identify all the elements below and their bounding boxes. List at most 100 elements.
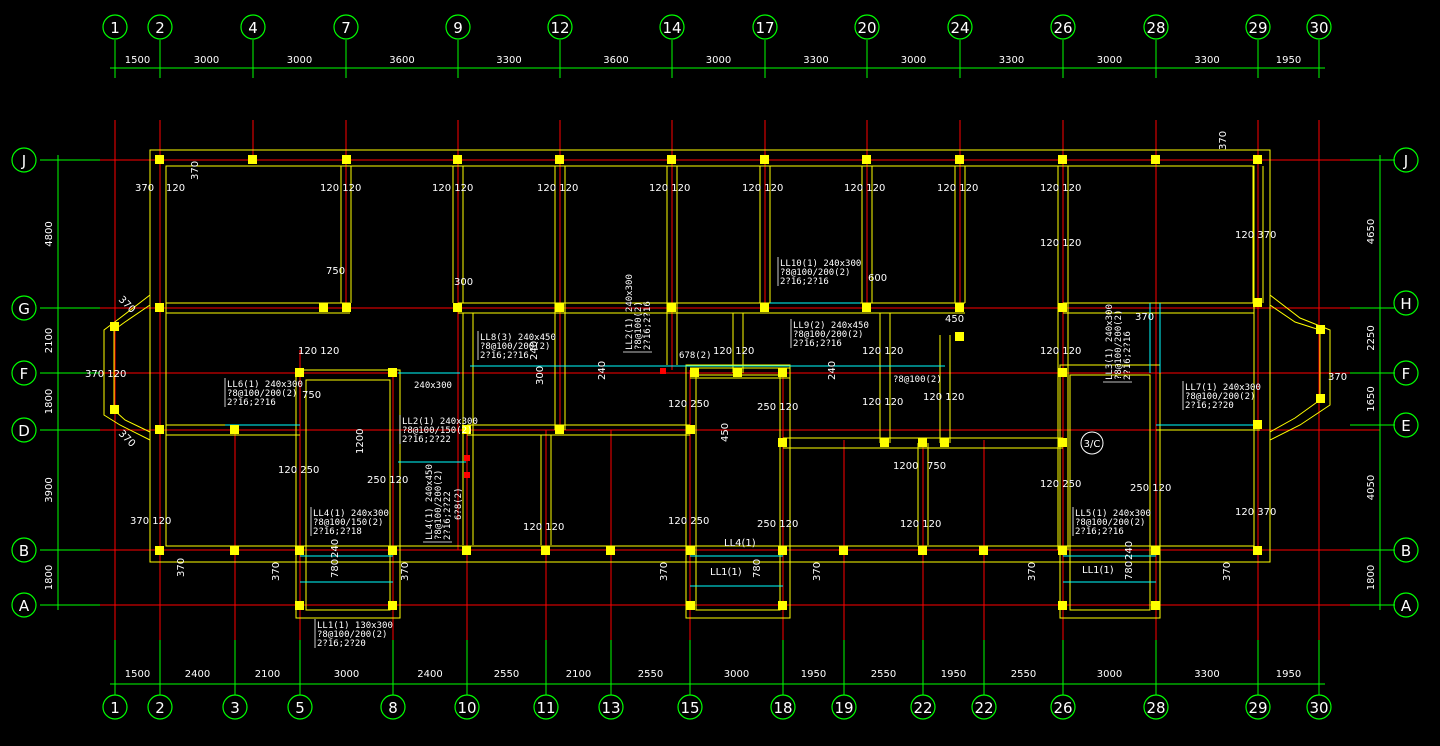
axis-bubble-17: 17 <box>752 14 778 40</box>
axis-bubble-D: D <box>11 417 37 443</box>
axis-bubble-circle <box>102 694 128 720</box>
axis-bubble-circle <box>1050 694 1076 720</box>
walls <box>103 149 1331 619</box>
axis-bubble-12: 12 <box>547 14 573 40</box>
beam-annotation-line: 2?16;2?20 <box>317 639 366 649</box>
axis-bubble-26: 26 <box>1050 14 1076 40</box>
dimension-text: 2550 <box>494 669 519 680</box>
beam-tag-ll1-a: LL1(1) <box>710 567 742 578</box>
axis-bubble-label: 5 <box>295 699 305 717</box>
beams <box>225 302 1255 587</box>
beam-annotation: LL1(1) 130x300?8@100/200(2)2?16;2?20 <box>314 619 393 649</box>
axis-bubble-label: 22 <box>974 699 993 717</box>
beam-annotation-line: LL2(1) 240x300 <box>402 417 478 427</box>
beam-tag-ll1-b: LL1(1) <box>1082 565 1114 576</box>
wall-label-120-370: 120 370 <box>1235 507 1276 518</box>
axis-bubble-30: 30 <box>1306 694 1332 720</box>
wall-label-120-120: 120 120 <box>320 183 361 194</box>
beam-annotation: LL8(3) 240x450?8@100/200(2)2?16;2?16 <box>477 331 556 361</box>
axis-bubble-label: G <box>18 300 30 318</box>
axis-bubble-14: 14 <box>659 14 685 40</box>
wall-label-370: 370 <box>176 558 187 577</box>
wall-label-120-120: 120 120 <box>844 183 885 194</box>
axis-bubble-9: 9 <box>445 14 471 40</box>
wall-label-120-120: 120 120 <box>862 397 903 408</box>
axis-bubble-label: 17 <box>755 19 774 37</box>
axis-bubble-label: J <box>21 152 26 170</box>
wall-label-370: 370 <box>190 161 201 180</box>
axis-bubble-label: 7 <box>341 19 351 37</box>
axis-bubble-circle <box>11 295 37 321</box>
wall-label-370: 370 <box>1218 131 1229 150</box>
beam-annotation: LL6(1) 240x300?8@100/200(2)2?16;2?16 <box>224 378 303 408</box>
axis-bubble-22: 22 <box>910 694 936 720</box>
wall-label-120-120: 120 120 <box>1040 346 1081 357</box>
axis-bubble-label: 29 <box>1248 19 1267 37</box>
axis-bubble-circle <box>102 14 128 40</box>
dimension-lines <box>40 40 1395 695</box>
beam-annotation: LL7(1) 240x300?8@100/200(2)2?16;2?20 <box>1182 381 1261 411</box>
beam-annotation: LL2(1) 240x300?8@100(2)2?16;2?16 <box>623 274 653 353</box>
axis-bubble-3: 3 <box>222 694 248 720</box>
axis-bubble-circle <box>831 694 857 720</box>
axis-bubble-label: 26 <box>1053 19 1072 37</box>
dim-780-b: 780 <box>752 559 763 578</box>
wall-label-120-120: 120 120 <box>1040 183 1081 194</box>
dim-240-b: 240 <box>827 361 838 380</box>
dimension-text: 3000 <box>706 55 731 66</box>
axis-bubble-2: 2 <box>147 694 173 720</box>
beam-annotation-line: ?8@100/200(2) <box>793 330 863 340</box>
beam-annotation-line: ?8@100/200(2) <box>1185 392 1255 402</box>
wall-label-120-250: 120 250 <box>668 516 709 527</box>
axis-bubble-label: 2 <box>155 19 165 37</box>
axis-bubble-label: 3 <box>230 699 240 717</box>
wall-label-370: 370 <box>135 183 154 194</box>
wall-label-120-120: 120 120 <box>1040 238 1081 249</box>
dim-750-b: 750 <box>302 390 321 401</box>
axis-bubble-circle <box>854 14 880 40</box>
axis-bubble-circle <box>380 694 406 720</box>
axis-bubble-circle <box>11 537 37 563</box>
dimension-text: 2100 <box>44 328 55 353</box>
dimension-text: 3000 <box>901 55 926 66</box>
dimension-text: 1500 <box>125 55 150 66</box>
axis-bubble-label: 28 <box>1146 19 1165 37</box>
axis-bubble-circle <box>1393 537 1419 563</box>
axis-bubble-circle <box>770 694 796 720</box>
beam-annotation-line: 2?16;2?22 <box>402 435 451 445</box>
axis-bubble-label: 28 <box>1146 699 1165 717</box>
axis-bubble-28: 28 <box>1143 14 1169 40</box>
axis-bubble-7: 7 <box>333 14 359 40</box>
axis-bubble-label: 1 <box>110 19 120 37</box>
dimension-text: 4800 <box>44 221 55 246</box>
detail-bubble <box>1080 431 1104 455</box>
axis-bubble-B: B <box>11 537 37 563</box>
axis-bubble-1: 1 <box>102 14 128 40</box>
dimension-text: 3000 <box>334 669 359 680</box>
axis-bubble-circle <box>947 14 973 40</box>
axis-bubble-J: J <box>11 147 37 173</box>
beam-annotation-line: ?8@100/200(2) <box>1075 518 1145 528</box>
beam-annotation-line: LL9(2) 240x450 <box>793 321 869 331</box>
axis-bubble-circle <box>677 694 703 720</box>
dimension-text: 3000 <box>1097 669 1122 680</box>
axis-bubble-10: 10 <box>454 694 480 720</box>
dimension-text: 1800 <box>44 565 55 590</box>
beam-annotation: LL3(1) 240x300?8@100/200(2)2?16;2?16 <box>1103 304 1133 383</box>
dim-678-b: 6?8(2) <box>454 487 464 520</box>
axis-bubble-label: B <box>1401 542 1411 560</box>
axis-bubble-label: E <box>1401 417 1410 435</box>
axis-bubble-28: 28 <box>1143 694 1169 720</box>
beam-annotation-line: LL10(1) 240x300 <box>780 259 861 269</box>
axis-bubble-29: 29 <box>1245 694 1271 720</box>
axis-bubble-label: 20 <box>857 19 876 37</box>
beam-annotation-line: 2?16;2?16 <box>793 339 842 349</box>
axis-bubble-4: 4 <box>240 14 266 40</box>
beam-annotation-line: LL3(1) 240x300 <box>1105 304 1115 380</box>
wall-label-370: 370 <box>659 562 670 581</box>
axis-bubble-label: 30 <box>1309 19 1328 37</box>
dim-780-a: 780 <box>330 559 341 578</box>
axis-bubble-13: 13 <box>598 694 624 720</box>
dimension-text: 3300 <box>496 55 521 66</box>
